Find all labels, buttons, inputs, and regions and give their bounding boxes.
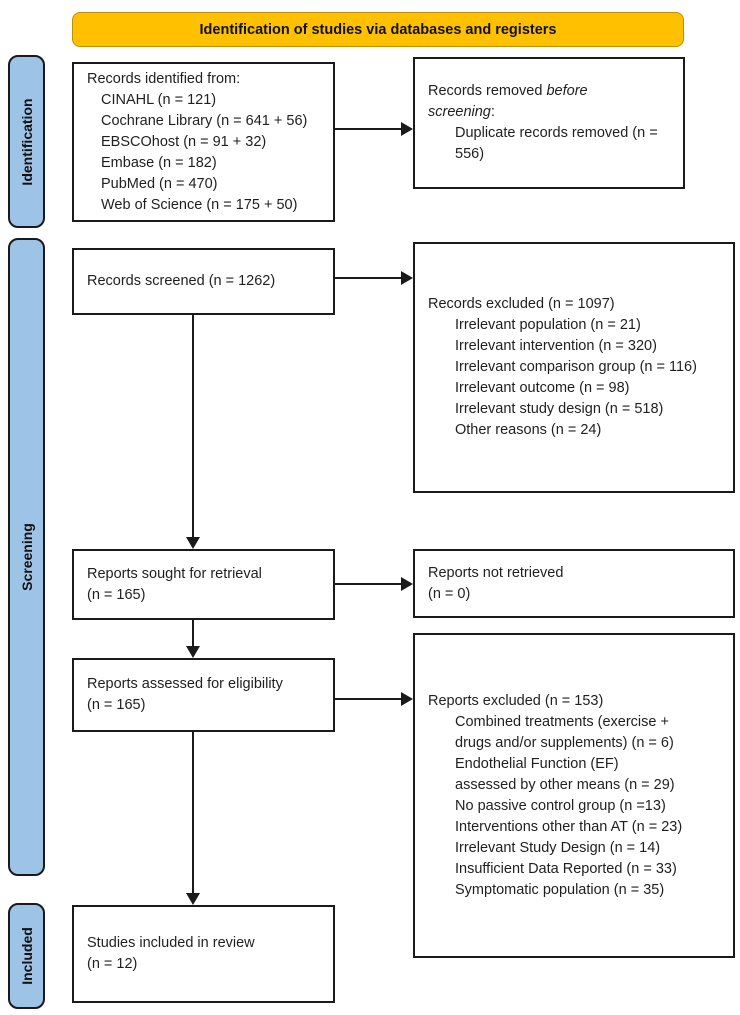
box-line-segment: Embase (n = 182) [101,154,217,171]
box-line-segment: (n = 0) [428,585,471,602]
box-line-segment: (n = 165) [87,697,146,713]
reports-not-retrieved-box: Reports not retrieved (n = 0) [413,549,735,618]
box-line-segment: Duplicate records removed (n = [455,125,658,141]
arrow-sought-to-assessed-icon [186,620,200,658]
box-line-segment: No passive control group (n =13) [455,797,666,814]
box-line-segment: Irrelevant study design (n = 518) [455,401,664,417]
box-line-segment: Symptomatic population (n = 35) [455,881,665,898]
box-line-segment: Reports excluded (n = 153) [428,692,604,709]
reports-sought-box: Reports sought for retrieval (n = 165) [72,549,335,620]
box-line-segment: Irrelevant intervention (n = 320) [455,338,657,354]
records-excluded-box: Records excluded (n = 1097) Irrelevant po… [413,242,735,493]
box-line-segment: Records identified from: [87,70,241,87]
box-line-segment: Reports assessed for eligibility [87,676,283,692]
box-line-segment: Irrelevant outcome (n = 98) [455,380,630,396]
box-line: Irrelevant intervention (n = 320) [455,336,729,357]
box-line: Irrelevant population (n = 21) [455,315,729,336]
box-line: Interventions other than AT (n = 23) [455,817,729,838]
box-line: Web of Science (n = 175 + 50) [101,195,329,216]
box-line: Reports excluded (n = 153) [428,691,729,712]
box-line: 556) [455,144,679,165]
box-line: drugs and/or supplements) (n = 6) [455,733,729,754]
box-line-segment: Reports sought for retrieval [87,565,262,582]
box-line-segment: Combined treatments (exercise + [455,713,669,730]
box-line-segment: 556) [455,146,485,162]
box-line: Embase (n = 182) [101,153,329,174]
box-line: Studies included in review [87,933,329,954]
stage-label-included: Included [18,927,35,985]
box-line-segment: Records removed [428,83,547,99]
reports-assessed-box: Reports assessed for eligibility (n = 165… [72,658,335,732]
box-line-segment: (n = 12) [87,956,138,972]
arrow-screened-to-sought-icon [186,315,200,549]
stage-label-screening: Screening [18,523,35,591]
box-line-segment: EBSCOhost (n = 91 + 32) [101,133,267,150]
box-line: Insufficient Data Reported (n = 33) [455,859,729,880]
box-line: (n = 165) [87,695,329,716]
box-line: (n = 12) [87,954,329,975]
box-line: Endothelial Function (EF) [455,754,729,775]
reports-excluded-box: Reports excluded (n = 153) Combined treat… [413,633,735,958]
box-line: Duplicate records removed (n = [455,123,679,144]
box-line-segment: (n = 165) [87,586,146,603]
box-line: CINAHL (n = 121) [101,90,329,111]
box-line-segment: Studies included in review [87,935,255,951]
box-line: Records removed before [428,81,679,102]
box-line-italic-segment: before [546,83,588,99]
box-line: No passive control group (n =13) [455,796,729,817]
box-line-segment: : [490,104,495,120]
box-line: Irrelevant Study Design (n = 14) [455,838,729,859]
box-line: Reports sought for retrieval [87,564,329,585]
box-line: Reports assessed for eligibility [87,674,329,695]
banner-title: Identification of studies via databases … [72,12,684,47]
box-line: Combined treatments (exercise + [455,712,729,733]
records-screened-box: Records screened (n = 1262) [72,248,335,315]
box-line-italic-segment: screening [428,104,491,120]
box-line-segment: Interventions other than AT (n = 23) [455,818,683,835]
arrow-screened-to-excluded-icon [335,271,413,285]
box-line: assessed by other means (n = 29) [455,775,729,796]
records-identified-box: Records identified from: CINAHL (n = 121)… [72,62,335,222]
box-line-segment: Records screened (n = 1262) [87,273,276,289]
box-line-segment: Records excluded (n = 1097) [428,296,615,312]
arrow-assessed-to-included-icon [186,732,200,905]
arrow-sought-to-not-retrieved-icon [335,577,413,591]
box-line-segment: Endothelial Function (EF) [455,755,619,772]
box-line: Records identified from: [87,69,329,90]
box-line: EBSCOhost (n = 91 + 32) [101,132,329,153]
box-line: Irrelevant outcome (n = 98) [455,378,729,399]
box-line: Records screened (n = 1262) [87,271,329,292]
box-line-segment: Cochrane Library (n = 641 + 56) [101,112,308,129]
studies-included-box: Studies included in review (n = 12) [72,905,335,1003]
box-line: Reports not retrieved [428,563,729,584]
stage-bar-identification: Identification [8,55,45,228]
box-line-segment: CINAHL (n = 121) [101,91,217,108]
box-line: Symptomatic population (n = 35) [455,880,729,901]
stage-bar-screening: Screening [8,238,45,876]
box-line-segment: PubMed (n = 470) [101,175,218,192]
box-line-segment: Other reasons (n = 24) [455,422,602,438]
box-line-segment: Irrelevant comparison group (n = 116) [455,359,697,375]
box-line: Cochrane Library (n = 641 + 56) [101,111,329,132]
box-line: screening: [428,102,679,123]
stage-label-identification: Identification [18,97,35,186]
stage-bar-included: Included [8,903,45,1009]
box-line-segment: Reports not retrieved [428,564,564,581]
box-line: Other reasons (n = 24) [455,420,729,441]
box-line-segment: assessed by other means (n = 29) [455,776,675,793]
box-line-segment: Irrelevant Study Design (n = 14) [455,839,661,856]
box-line-segment: Web of Science (n = 175 + 50) [101,196,298,213]
box-line-segment: Irrelevant population (n = 21) [455,317,641,333]
arrow-assessed-to-excluded-icon [335,692,413,706]
box-line-segment: Insufficient Data Reported (n = 33) [455,860,677,877]
box-line: PubMed (n = 470) [101,174,329,195]
box-line: Records excluded (n = 1097) [428,294,729,315]
box-line: Irrelevant study design (n = 518) [455,399,729,420]
box-line-segment: drugs and/or supplements) (n = 6) [455,734,674,751]
box-line: (n = 0) [428,584,729,605]
box-line: (n = 165) [87,585,329,606]
box-line: Irrelevant comparison group (n = 116) [455,357,729,378]
arrow-identified-to-removed-icon [335,122,413,136]
